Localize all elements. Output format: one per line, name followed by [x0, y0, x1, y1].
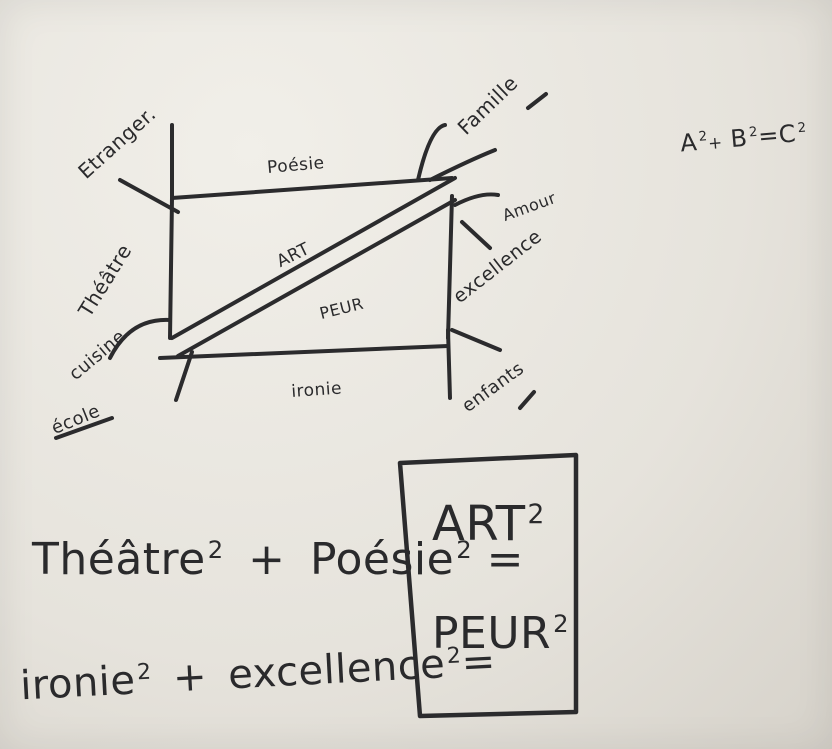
eq1-art-exp: 2 [527, 499, 545, 530]
label-poesie-top: Poésie [266, 153, 326, 178]
eq1-theatre-exp: 2 [207, 536, 224, 565]
formula-b: B [729, 123, 749, 154]
eq2-plus: + [171, 653, 209, 702]
top-right-curve-1 [416, 123, 447, 182]
formula-c: C [777, 119, 798, 149]
eq2-ironie: ironie [19, 657, 137, 710]
rectangle-right-edge [446, 194, 454, 340]
left-lower-curve [108, 317, 172, 360]
right-curve-upper [453, 192, 500, 207]
eq2-result: PEUR2 [432, 612, 569, 656]
result-box [397, 452, 579, 719]
diagonal-peur [176, 198, 457, 358]
formula-a: A [679, 128, 699, 158]
eq1-equals: = [486, 534, 524, 585]
eq1-theatre: Théâtre [32, 534, 206, 585]
rectangle-left-edge [168, 196, 174, 340]
eq2-ironie-exp: 2 [136, 659, 153, 685]
right-bottom-tick [450, 328, 502, 352]
rectangle-bottom-edge [158, 344, 450, 360]
bottom-left-tick [174, 350, 194, 402]
ecole-underline [54, 416, 114, 440]
right-tick [460, 220, 492, 250]
label-ironie-bottom: ironie [290, 378, 343, 402]
rectangle-top-edge [170, 176, 454, 200]
famille-underline [526, 92, 548, 110]
eq1-art: ART [432, 496, 526, 552]
eq1-poesie-exp: 2 [456, 536, 473, 565]
left-tick [118, 178, 180, 214]
eq1-plus: + [248, 534, 286, 585]
formula-equals: = [757, 120, 781, 151]
formula-c-exp: 2 [796, 120, 808, 137]
eq1-result: ART2 [432, 500, 545, 548]
eq1-poesie: Poésie [310, 534, 455, 585]
right-bottom-extension [446, 328, 452, 400]
top-right-curve-2 [428, 148, 497, 182]
equation-line-1: Théâtre2 + Poésie2 = [32, 538, 524, 582]
eq2-peur-exp: 2 [553, 610, 570, 639]
formula-plus: + [707, 131, 724, 154]
diagonal-art [170, 176, 457, 340]
eq2-peur: PEUR [432, 608, 552, 659]
bottom-right-dash [518, 390, 536, 410]
